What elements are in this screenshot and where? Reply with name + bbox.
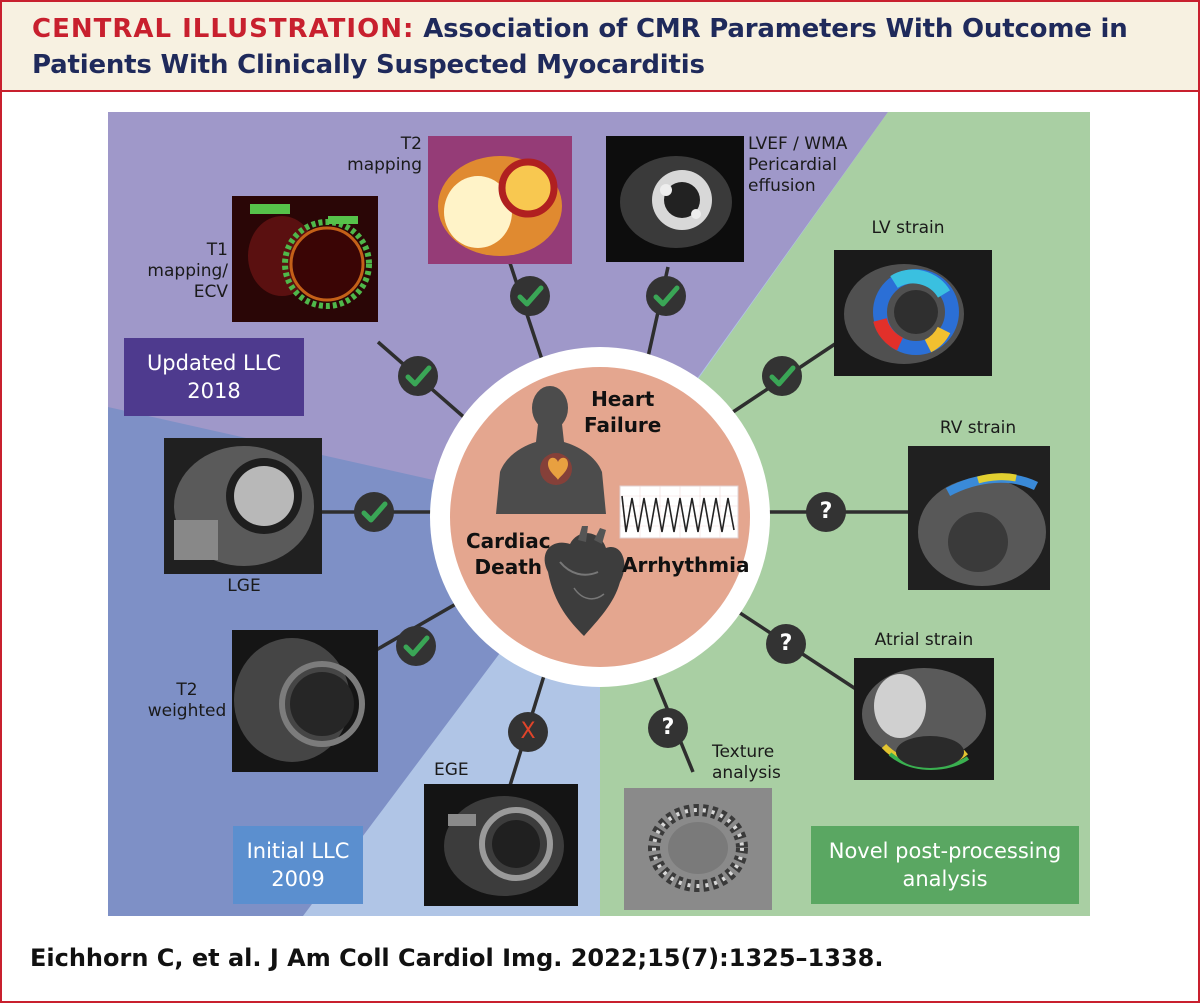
label-lv-strain: LV strain xyxy=(871,218,945,238)
label-lvef: LVEF / WMA Pericardial effusion xyxy=(748,134,848,196)
check-mark-icon xyxy=(653,285,680,307)
title-line-1: CENTRAL ILLUSTRATION: Association of CMR… xyxy=(32,14,1128,44)
badge-texture: ? xyxy=(648,708,688,748)
question-mark-icon: ? xyxy=(819,499,833,524)
label-texture-analysis: Texture analysis xyxy=(712,742,781,783)
label-t2-weighted: T2 weighted xyxy=(147,680,227,721)
outcome-cardiac-death: Cardiac Death xyxy=(466,529,551,579)
image-lvef xyxy=(606,136,744,262)
image-t1-mapping xyxy=(232,196,378,322)
check-mark-icon xyxy=(517,285,544,307)
badge-lge xyxy=(354,492,394,532)
image-lge xyxy=(164,438,322,574)
outcome-arrhythmia: Arrhythmia xyxy=(622,553,750,577)
diagram-panel: Heart Failure Cardiac Death Arrhythmia U… xyxy=(108,112,1090,916)
group-box-updated-llc: Updated LLC 2018 xyxy=(124,338,304,416)
badge-lv-strain xyxy=(762,356,802,396)
image-t2-weighted xyxy=(232,630,378,772)
badge-ege: X xyxy=(508,712,548,752)
header-banner: CENTRAL ILLUSTRATION: Association of CMR… xyxy=(2,2,1198,92)
ecg-icon xyxy=(619,485,739,539)
citation: Eichhorn C, et al. J Am Coll Cardiol Img… xyxy=(30,944,884,972)
label-t1-mapping: T1 mapping/ ECV xyxy=(147,240,228,302)
label-ege: EGE xyxy=(434,760,469,780)
group-label-novel: Novel post-processing analysis xyxy=(828,839,1062,891)
check-mark-icon xyxy=(361,501,388,523)
cross-icon: X xyxy=(520,719,536,744)
badge-t1 xyxy=(398,356,438,396)
image-lv-strain xyxy=(834,250,992,376)
group-label-initial: Initial LLC 2009 xyxy=(246,839,350,891)
label-lge: LGE xyxy=(227,576,261,596)
check-mark-icon xyxy=(403,635,430,657)
question-mark-icon: ? xyxy=(661,715,675,740)
group-label-updated: Updated LLC 2018 xyxy=(146,351,282,403)
title-text-1: Association of CMR Parameters With Outco… xyxy=(423,14,1128,44)
badge-t2-weighted xyxy=(396,626,436,666)
title-prefix: CENTRAL ILLUSTRATION: xyxy=(32,14,415,44)
small-heart-icon xyxy=(540,453,572,485)
image-rv-strain xyxy=(908,446,1050,590)
badge-t2-mapping xyxy=(510,276,550,316)
badge-lvef xyxy=(646,276,686,316)
label-t2-mapping: T2 mapping xyxy=(347,134,422,175)
image-texture-analysis xyxy=(624,788,772,910)
question-mark-icon: ? xyxy=(779,631,793,656)
outcome-heart-failure: Heart Failure xyxy=(584,387,662,437)
title-line-2: Patients With Clinically Suspected Myoca… xyxy=(32,50,705,80)
label-rv-strain: RV strain xyxy=(939,418,1017,438)
group-box-initial-llc: Initial LLC 2009 xyxy=(233,826,363,904)
image-t2-mapping xyxy=(428,136,572,264)
badge-rv-strain: ? xyxy=(806,492,846,532)
check-mark-icon xyxy=(405,365,432,387)
group-box-novel: Novel post-processing analysis xyxy=(811,826,1079,904)
center-disc xyxy=(450,367,750,667)
label-atrial-strain: Atrial strain xyxy=(874,630,974,650)
check-mark-icon xyxy=(769,365,796,387)
image-ege xyxy=(424,784,578,906)
badge-atrial-strain: ? xyxy=(766,624,806,664)
image-atrial-strain xyxy=(854,658,994,780)
heart-icon xyxy=(544,526,625,636)
